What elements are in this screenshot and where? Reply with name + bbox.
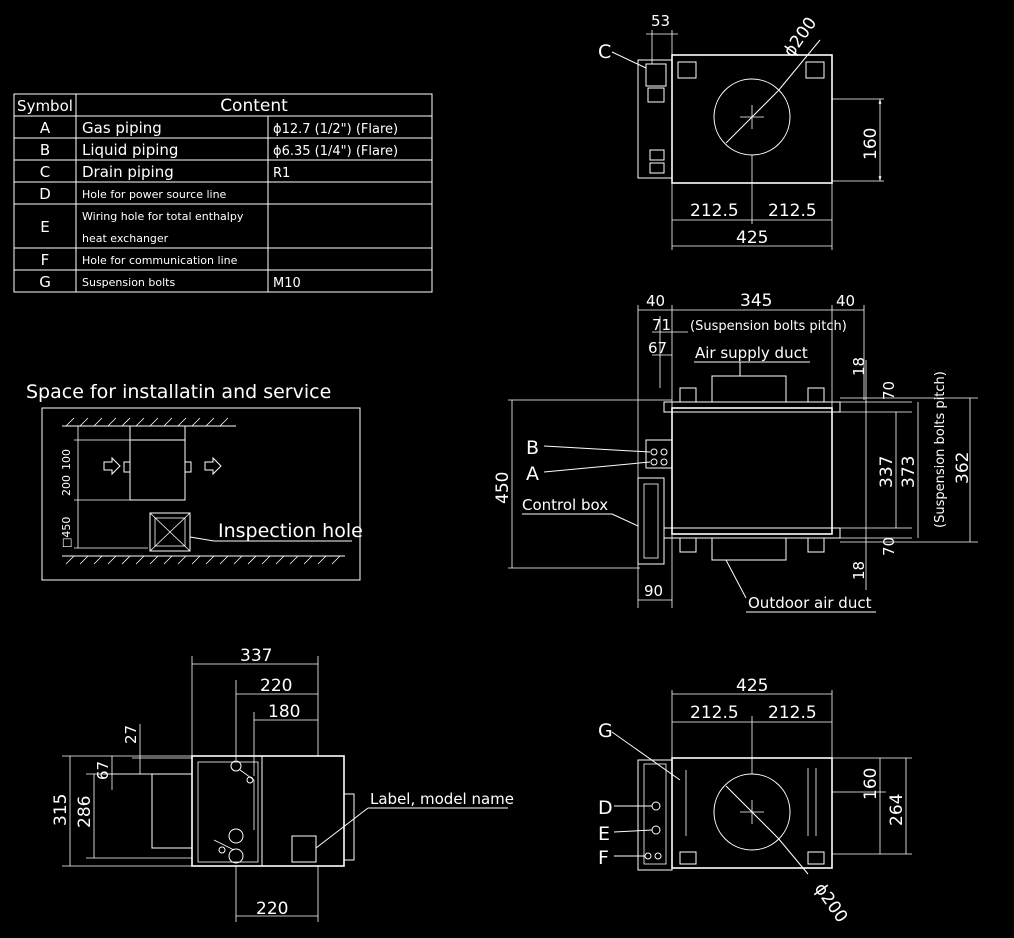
outdoor-air-duct-label: Outdoor air duct [748,594,872,612]
table-symbol: C [40,163,50,181]
table-desc: Liquid piping [82,141,178,159]
dim-337-front: 337 [240,646,272,666]
dim-40-a: 40 [646,292,665,310]
table-desc: Hole for power source line [82,188,227,201]
dim-315: 315 [51,794,71,826]
label-g: G [598,720,613,742]
label-model-name: Label, model name [370,790,514,808]
dim-212-5-c: 212.5 [690,703,739,723]
label-f: F [598,847,609,869]
dim-71: 71 [652,316,671,334]
table-symbol: G [39,273,51,291]
table-symbol: F [41,251,50,269]
table-desc: Wiring hole for total enthalpy [82,210,244,223]
table-spec: ϕ6.35 (1/4") (Flare) [273,144,398,159]
dim-67-front: 67 [94,761,112,780]
label-d: D [598,797,613,819]
label-b: B [526,437,539,459]
service-space-diagram: Space for installatin and service Inspec… [26,381,363,581]
dim-40-b: 40 [836,292,855,310]
suspension-pitch-label: (Suspension bolts pitch) [690,319,847,334]
dim-27: 27 [122,725,140,744]
table-desc-line2: heat exchanger [82,232,169,245]
dim-67: 67 [648,339,667,357]
table-spec: R1 [273,166,290,181]
table-spec: ϕ12.7 (1/2") (Flare) [273,122,398,137]
air-supply-duct-label: Air supply duct [695,344,808,362]
inspection-hole-label: Inspection hole [218,520,363,542]
table-spec: M10 [273,276,301,291]
dim-220-bottom: 220 [256,899,288,919]
service-title: Space for installatin and service [26,381,331,403]
table-header-content: Content [220,96,288,116]
label-c: C [598,41,611,63]
control-box-label: Control box [522,496,608,514]
bottom-view-diagram: ϕ200 G D E F 425 212.5 212.5 160 264 [598,676,912,927]
phi-200-top: ϕ200 [780,14,821,61]
dim-160-top: 160 [861,128,881,160]
dim-264: 264 [887,794,907,826]
table-symbol: E [40,218,49,236]
table-symbol: A [40,119,51,137]
dim-212-5-a: 212.5 [690,201,739,221]
dim-100: 100 [60,449,73,470]
phi-200-bottom: ϕ200 [810,879,851,926]
dim-425-bottom: 425 [736,676,768,696]
dim-180: 180 [268,702,300,722]
dim-345: 345 [740,291,772,311]
dim-362: 362 [953,452,973,484]
dim-337-side: 337 [877,456,897,488]
dim-18-a: 18 [850,357,868,376]
label-e: E [598,823,610,845]
dim-212-5-d: 212.5 [768,703,817,723]
dim-286: 286 [75,796,95,828]
dim-212-5-b: 212.5 [768,201,817,221]
dim-90: 90 [644,582,663,600]
table-symbol: B [40,141,50,159]
table-desc: Drain piping [82,163,174,181]
dim-70-b: 70 [880,537,898,556]
dim-160-bottom: 160 [861,768,881,800]
dim-220-top: 220 [260,676,292,696]
dim-450-side: 450 [493,472,513,504]
dim-200: 200 [60,475,73,496]
vertical-pitch-label: (Suspension bolts pitch) [933,371,948,528]
table-desc: Gas piping [82,119,162,137]
table-header-symbol: Symbol [17,97,73,115]
label-a: A [526,463,539,485]
front-view-diagram: 337 220 180 27 67 315 286 Label, model n… [51,646,514,922]
dim-70-a: 70 [880,381,898,400]
table-desc: Suspension bolts [82,276,175,289]
table-desc: Hole for communication line [82,254,238,267]
dim-450: □450 [60,517,73,548]
top-view-diagram: ϕ200 C 53 160 212.5 212.5 425 [598,12,884,250]
side-view-diagram: B A Control box 40 345 40 71 (Suspension… [493,291,978,613]
dim-373: 373 [899,456,919,488]
dim-18-b: 18 [850,561,868,580]
dim-53: 53 [651,12,670,30]
table-symbol: D [39,185,51,203]
spec-table: Symbol Content A Gas piping ϕ12.7 (1/2")… [13,93,433,293]
dim-425-top: 425 [736,228,768,248]
